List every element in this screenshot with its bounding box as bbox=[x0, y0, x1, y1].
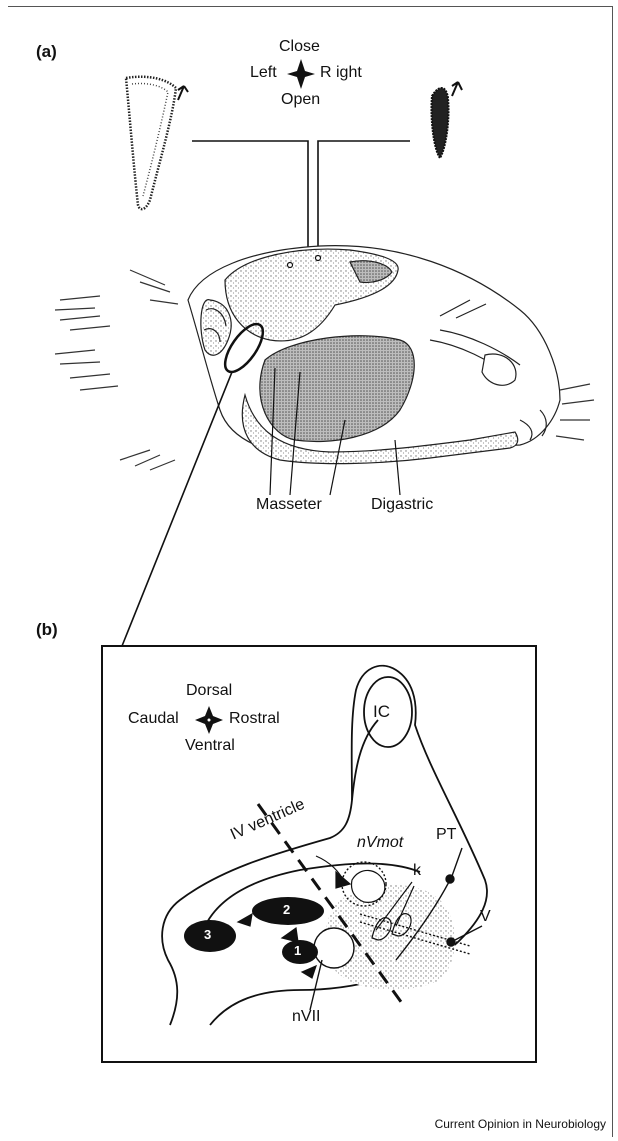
nvii-label: nVII bbox=[292, 1008, 320, 1026]
panel-b-box bbox=[102, 646, 536, 1062]
jaw-trace-right bbox=[431, 82, 462, 158]
k-label: k bbox=[413, 862, 421, 880]
nucleus-3-label: 3 bbox=[204, 927, 211, 942]
compass-ventral-label: Ventral bbox=[185, 737, 235, 755]
masseter-label: Masseter bbox=[256, 496, 322, 514]
compass-close-label: Close bbox=[279, 38, 320, 56]
compass-dorsal-label: Dorsal bbox=[186, 682, 232, 700]
compass-left-label: Left bbox=[250, 64, 277, 82]
compass-rostral-label: Rostral bbox=[229, 710, 280, 728]
pt-label: PT bbox=[436, 826, 456, 844]
ic-label: IC bbox=[373, 702, 390, 722]
compass-star-b bbox=[195, 706, 223, 734]
rat-head-drawing bbox=[55, 246, 594, 470]
digastric-label: Digastric bbox=[371, 496, 433, 514]
v-label: V bbox=[480, 908, 491, 926]
nvmot-label: nVmot bbox=[357, 834, 403, 852]
compass-right-label: R ight bbox=[320, 64, 362, 82]
panel-b-label: (b) bbox=[36, 620, 58, 640]
nucleus-1-label: 1 bbox=[294, 943, 301, 958]
nucleus-2-label: 2 bbox=[283, 902, 290, 917]
panel-a-label: (a) bbox=[36, 42, 57, 62]
compass-open-label: Open bbox=[281, 91, 320, 109]
source-credit: Current Opinion in Neurobiology bbox=[435, 1117, 606, 1131]
compass-caudal-label: Caudal bbox=[128, 710, 179, 728]
jaw-trace-left bbox=[126, 77, 188, 209]
compass-star-a bbox=[287, 59, 315, 89]
electrode-lines bbox=[192, 141, 410, 262]
